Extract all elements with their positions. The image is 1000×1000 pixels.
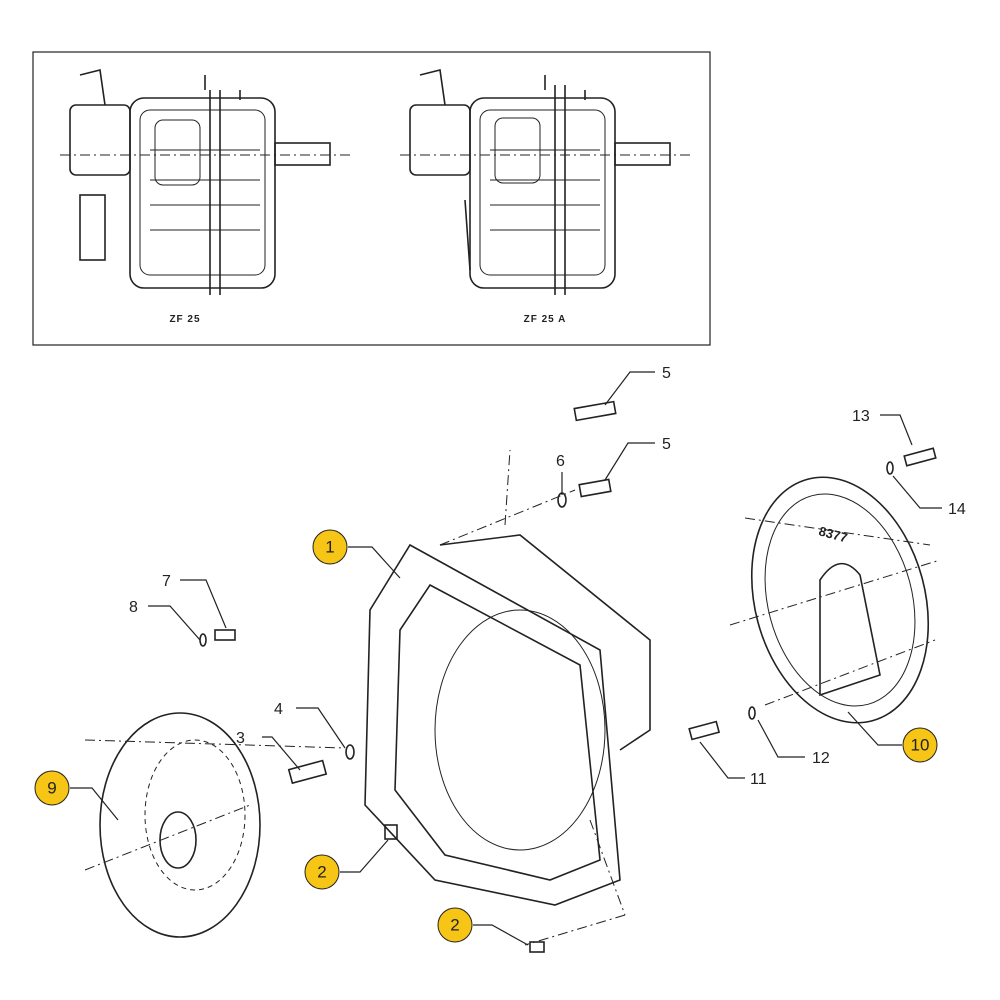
svg-text:2: 2: [317, 863, 326, 882]
variant-label-zf25: ZF 25: [169, 314, 200, 325]
adapter-plate-part-10: 8377: [729, 476, 941, 724]
callout-7[interactable]: 7: [162, 573, 171, 590]
callout-3[interactable]: 3: [236, 730, 245, 747]
callout-2b[interactable]: 2: [437, 907, 473, 943]
callout-1[interactable]: 1: [312, 529, 348, 565]
callout-9[interactable]: 9: [34, 770, 70, 806]
callout-13[interactable]: 13: [852, 408, 870, 425]
leader-lines: [70, 371, 942, 946]
callout-11[interactable]: 11: [750, 771, 767, 788]
callout-2a[interactable]: 2: [304, 854, 340, 890]
plate-marking: 8377: [817, 523, 849, 545]
inset-frame: [32, 51, 711, 346]
variant-label-zf25a: ZF 25 A: [524, 314, 567, 325]
callout-10[interactable]: 10: [902, 727, 938, 763]
callout-5b[interactable]: 5: [662, 436, 671, 453]
gearbox-zf25-drawing: [60, 69, 350, 295]
callout-14[interactable]: 14: [948, 501, 966, 518]
svg-text:9: 9: [47, 779, 56, 798]
callout-5a[interactable]: 5: [662, 365, 671, 382]
callout-8[interactable]: 8: [129, 599, 138, 616]
gearbox-zf25a-drawing: [400, 69, 690, 295]
svg-text:2: 2: [450, 916, 459, 935]
coupling-plate-part-9: [84, 712, 346, 938]
callout-6[interactable]: 6: [556, 453, 565, 470]
svg-text:1: 1: [325, 538, 334, 557]
callout-4[interactable]: 4: [274, 701, 283, 718]
bell-housing-part-1: [364, 449, 651, 946]
callout-12[interactable]: 12: [812, 750, 830, 767]
svg-text:10: 10: [911, 736, 930, 755]
